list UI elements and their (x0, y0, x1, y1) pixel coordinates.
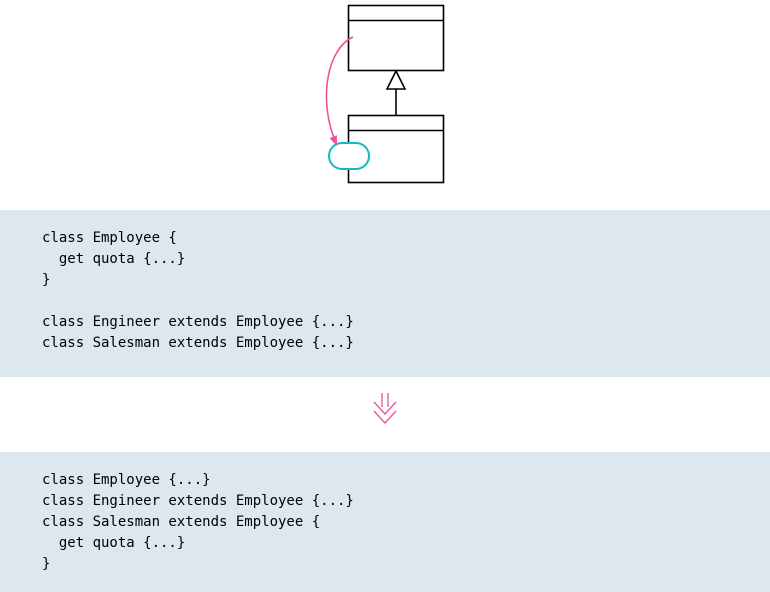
push-down-arrow-icon (325, 36, 354, 146)
code-line: get quota {...} (42, 251, 186, 267)
code-line: } (42, 272, 51, 288)
method-highlight-ellipse (328, 142, 370, 170)
code-line: } (42, 556, 51, 572)
code-after-block: class Employee {...} class Engineer exte… (0, 452, 770, 592)
superclass-box (347, 4, 445, 72)
code-line: class Salesman extends Employee { (42, 514, 321, 530)
code-line: class Engineer extends Employee {...} (42, 314, 354, 330)
subclass-box (347, 114, 445, 184)
code-line: class Engineer extends Employee {...} (42, 493, 354, 509)
generalization-triangle-icon (385, 69, 407, 90)
code-line: class Employee {...} (42, 472, 211, 488)
code-line: get quota {...} (42, 535, 186, 551)
transform-arrow-chevron (373, 410, 397, 424)
code-before-block: class Employee { get quota {...} } class… (0, 210, 770, 377)
transform-arrow-icon (373, 393, 397, 424)
class-diagram (325, 4, 445, 184)
code-line: class Salesman extends Employee {...} (42, 335, 354, 351)
code-line: class Employee { (42, 230, 177, 246)
push-down-arrowhead-icon (329, 135, 337, 146)
push-down-arrow-curve (325, 36, 354, 139)
code-line (42, 291, 770, 312)
transform-arrow-chevron (373, 401, 397, 415)
